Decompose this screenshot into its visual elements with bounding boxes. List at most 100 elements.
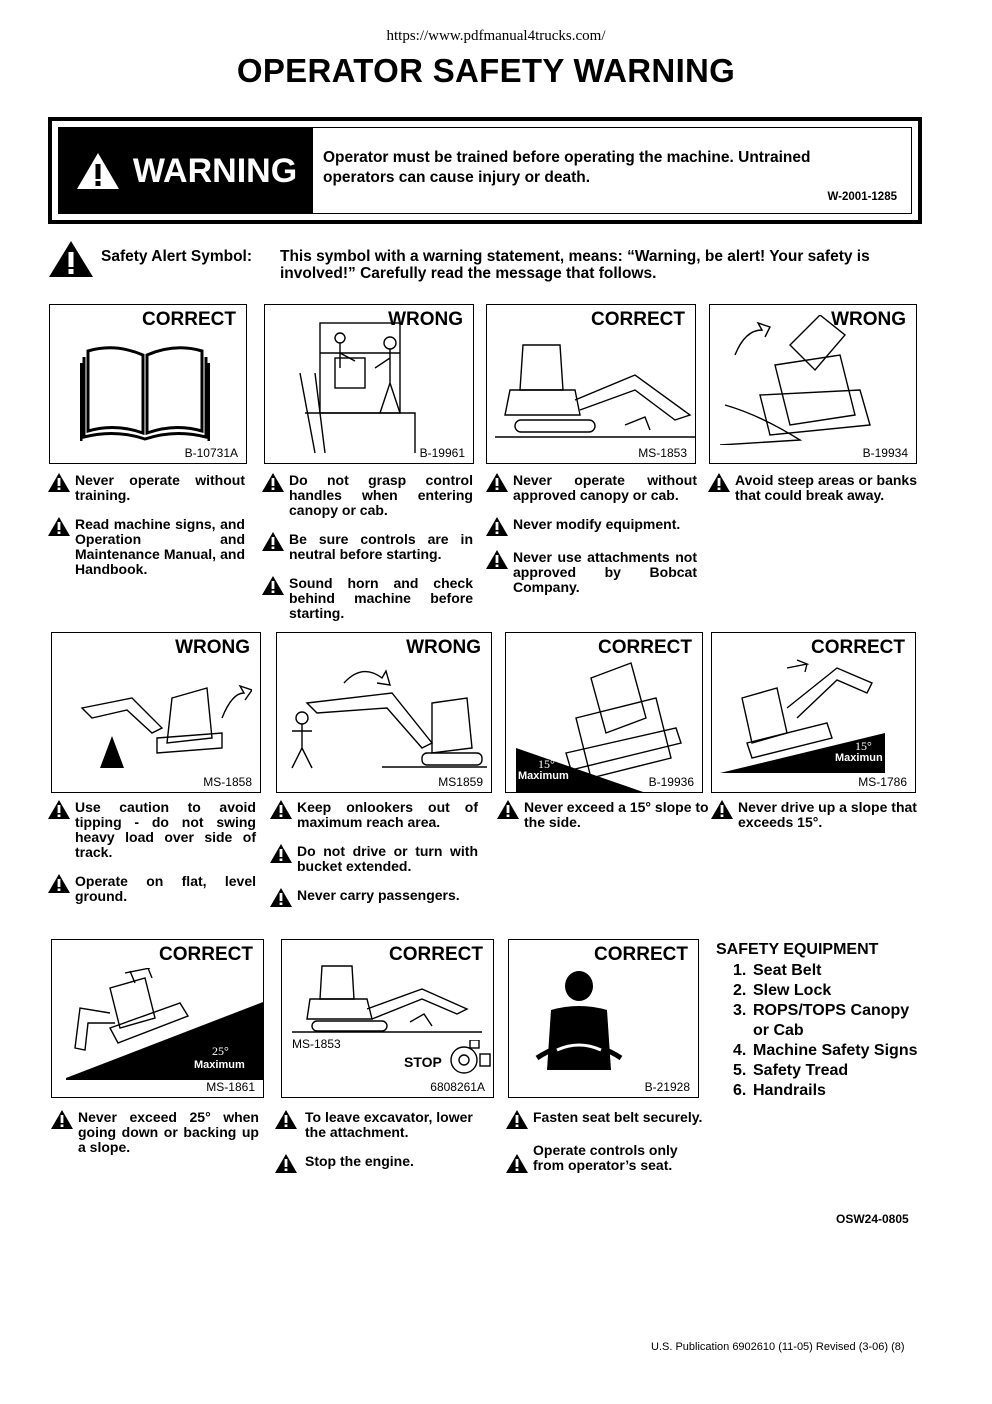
panel-label: CORRECT [811, 637, 905, 658]
panel-leave-excavator: CORRECT MS-1853 STOP 6808261A [281, 939, 494, 1098]
tipping-machine-illustration [720, 315, 871, 445]
list-item: Never use attachments not approved by Bo… [486, 550, 697, 595]
list-item: Never drive up a slope that exceeds 15°. [711, 800, 921, 830]
slope-angle: 15° [855, 739, 872, 753]
panel-canopy: CORRECT MS-1853 [486, 304, 696, 464]
panel-read-manual: CORRECT B-10731A [49, 304, 247, 464]
bullets-col1-row1: Never operate without training. Read mac… [48, 473, 245, 591]
panel-code: MS-1858 [203, 775, 252, 789]
alert-triangle-icon [48, 800, 70, 819]
panel-code: MS-1861 [206, 1080, 255, 1094]
alert-triangle-icon [486, 473, 508, 492]
safety-alert-icon [49, 241, 93, 277]
slope-angle: 25° [212, 1044, 229, 1058]
panel-label: WRONG [831, 309, 906, 330]
panel-code: B-10731A [184, 446, 238, 460]
list-item: Be sure controls are in neutral before s… [262, 532, 473, 562]
panel-label: CORRECT [142, 309, 236, 330]
ignition-key-icon [450, 1040, 491, 1074]
panel-grasp-handles: WRONG B-19961 [264, 304, 474, 464]
bullets-col2-row2: Keep onlookers out of maximum reach area… [270, 800, 478, 921]
alert-triangle-icon [270, 800, 292, 819]
publication-info: U.S. Publication 6902610 (11-05) Revised… [651, 1341, 905, 1353]
bullets-col3-row2: Never exceed a 15° slope to the side. [497, 800, 709, 844]
list-item: Sound horn and check behind machine befo… [262, 576, 473, 621]
slope-wedge [720, 733, 885, 773]
slope-wedge [66, 1002, 263, 1080]
seated-operator-icon [535, 971, 623, 1070]
alert-triangle-icon [506, 1110, 528, 1129]
list-item: Never operate without approved canopy or… [486, 473, 697, 503]
safety-equipment-title: SAFETY EQUIPMENT [716, 941, 879, 958]
bullets-col1-row3: Never exceed 25° when going down or back… [51, 1110, 259, 1169]
list-item: 5.Safety Tread [733, 1062, 849, 1079]
bullets-col2-row3: To leave excavator, lower the attachment… [275, 1110, 490, 1187]
bullets-col1-row2: Use caution to avoid tipping - do not sw… [48, 800, 256, 918]
list-item: 4.Machine Safety Signs [733, 1042, 918, 1059]
panel-code: MS1859 [438, 775, 483, 789]
slope-label: Maximun [835, 752, 883, 764]
machine-on-side-slope-illustration [565, 662, 682, 779]
panel-seat-belt: CORRECT B-21928 [508, 939, 699, 1098]
panel-up-slope: CORRECT 15° Maximun MS-1786 [711, 632, 916, 793]
source-url: https://www.pdfmanual4trucks.com/ [386, 28, 606, 44]
safety-alert-text: This symbol with a warning statement, me… [280, 248, 870, 282]
bullets-col4-row1: Avoid steep areas or banks that could br… [708, 473, 917, 517]
list-item: Never exceed 25° when going down or back… [51, 1110, 259, 1155]
list-item: Never carry passengers. [270, 888, 478, 907]
list-item: Operate on flat, level ground. [48, 874, 256, 904]
panel-label: CORRECT [591, 309, 685, 330]
alert-triangle-icon [708, 473, 730, 492]
open-book-icon [80, 346, 210, 441]
panel-steep-areas: WRONG B-19934 [709, 304, 917, 464]
cab-entry-illustration [299, 322, 416, 453]
list-item: Keep onlookers out of maximum reach area… [270, 800, 478, 830]
list-item: 1.Seat Belt [733, 962, 822, 979]
panel-code: MS-1786 [858, 775, 907, 789]
warning-code: W-2001-1285 [827, 191, 897, 203]
panel-down-slope: CORRECT 25° Maximum MS-1861 [51, 939, 264, 1098]
panel-label: CORRECT [389, 944, 483, 965]
panel-label: CORRECT [594, 944, 688, 965]
alert-triangle-icon [275, 1110, 297, 1129]
slope-label: Maximum [194, 1059, 245, 1071]
list-item: Never exceed a 15° slope to the side. [497, 800, 709, 830]
panel-code-secondary: MS-1853 [292, 1037, 341, 1051]
warning-label-text: WARNING [132, 151, 298, 190]
excavator-lowered-illustration [292, 965, 482, 1033]
panel-code: B-19936 [648, 775, 694, 789]
alert-triangle-icon [48, 473, 70, 492]
slope-wedge [516, 748, 644, 792]
panel-code: 6808261A [430, 1080, 485, 1094]
alert-triangle-icon [497, 800, 519, 819]
alert-triangle-icon [262, 576, 284, 595]
alert-triangle-icon [51, 1110, 73, 1129]
alert-triangle-icon [48, 517, 70, 536]
warning-text: Operator must be trained before operatin… [323, 149, 811, 186]
stop-label: STOP [404, 1054, 442, 1070]
alert-triangle-icon [262, 473, 284, 492]
alert-triangle-icon [270, 888, 292, 907]
bullets-col3-row1: Never operate without approved canopy or… [486, 473, 697, 609]
list-item: Never modify equipment. [486, 517, 697, 536]
alert-triangle-icon [48, 874, 70, 893]
panel-label: WRONG [175, 637, 250, 658]
warning-label: WARNING [59, 128, 313, 214]
panel-code: B-19934 [862, 446, 908, 460]
safety-alert-label: Safety Alert Symbol: [101, 248, 253, 265]
panel-side-slope: CORRECT 15° Maximum B-19936 [505, 632, 703, 793]
panel-label: WRONG [406, 637, 481, 658]
panel-tipping: WRONG MS-1858 [51, 632, 261, 793]
alert-triangle-icon [76, 153, 119, 189]
list-item: Use caution to avoid tipping - do not sw… [48, 800, 256, 860]
bullets-col4-row2: Never drive up a slope that exceeds 15°. [711, 800, 921, 844]
list-item: To leave excavator, lower the attachment… [275, 1110, 490, 1140]
alert-triangle-icon [270, 844, 292, 863]
alert-triangle-icon [486, 550, 508, 569]
list-item: Avoid steep areas or banks that could br… [708, 473, 917, 503]
machine-climbing-slope-illustration [741, 659, 873, 759]
excavator-reach-illustration [291, 669, 487, 769]
list-item: 3.ROPS/TOPS Canopy [733, 1002, 910, 1019]
list-item: Read machine signs, and Operation and Ma… [48, 517, 245, 577]
document-code: OSW24-0805 [836, 1212, 909, 1226]
